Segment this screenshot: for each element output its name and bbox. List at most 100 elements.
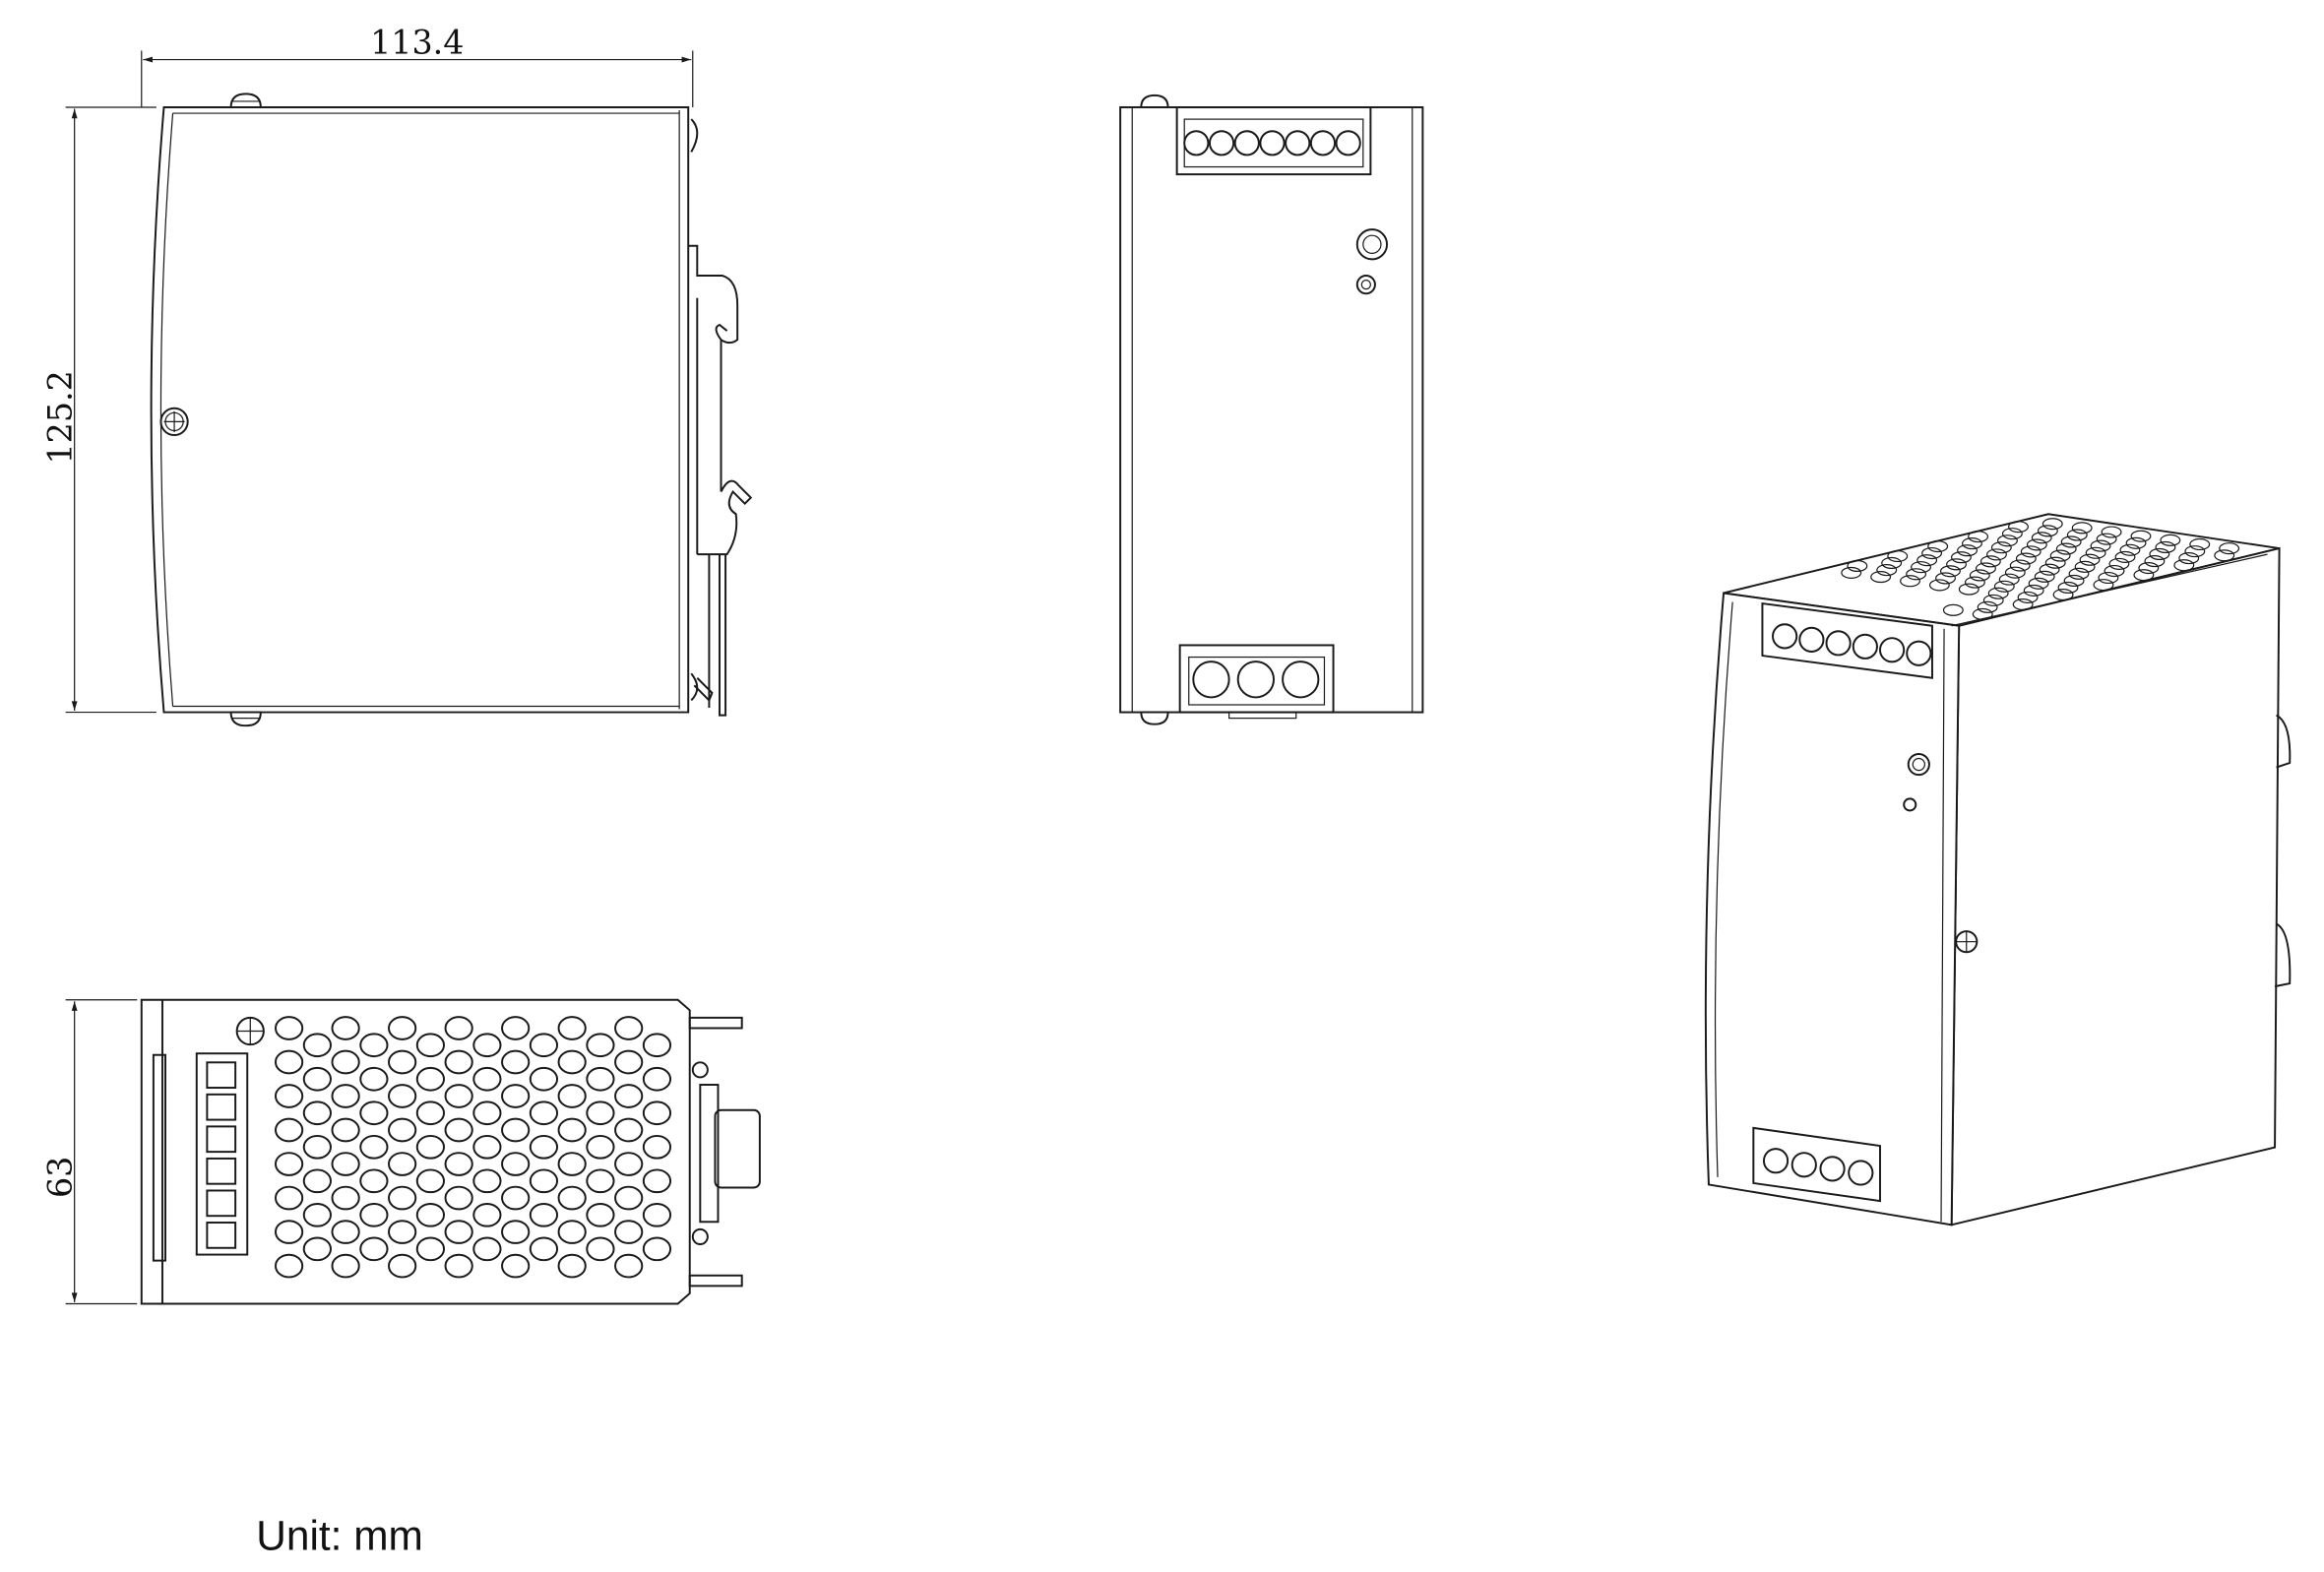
vent-hole [444,1152,473,1176]
vent-hole [501,1117,531,1143]
vent-hole [1972,607,1993,621]
vent-hole [2189,537,2211,551]
vent-hole [2074,560,2096,573]
vent-hole [2090,539,2111,552]
input-terminal-block [1178,644,1335,714]
vent-hole [388,1117,417,1143]
vent-hole [1979,555,2001,568]
vent-hole [444,1049,473,1075]
vent-hole [2184,545,2206,558]
vent-hole [331,1185,360,1211]
iso-ground-screw-icon [1955,930,1979,954]
vent-hole [1977,600,1998,613]
vent-hole [388,1152,417,1176]
vent-hole [586,1033,615,1058]
vent-hole [2138,561,2160,575]
iso-din-clip [2274,714,2292,988]
vent-hole [2055,542,2077,555]
vent-hole [359,1168,389,1194]
vent-hole [529,1202,559,1227]
vent-hole [1997,534,2018,547]
vent-hole [2114,550,2136,563]
vent-hole [415,1134,445,1160]
vent-hole [444,1220,473,1244]
isometric-view [1704,513,2292,1226]
terminal-screw-icon [1309,130,1337,157]
vent-hole [275,1117,304,1143]
vent-hole [2026,538,2047,551]
vent-hole [1951,551,1972,564]
vent-hole [331,1152,360,1176]
vent-hole [557,1049,587,1075]
vent-hole [1916,554,1938,567]
vent-hole [275,1185,304,1211]
vent-hole [614,1152,644,1176]
terminal-block [195,1052,249,1256]
terminal-screw-icon [1852,633,1878,660]
ground-screw-icon [159,407,189,436]
vent-hole [415,1066,445,1092]
vent-hole [614,1253,644,1279]
vent-hole [1847,559,1868,572]
front-view [1119,94,1424,725]
vent-hole [1968,531,1989,543]
bottom-housing [140,998,691,1305]
vent-hole [1987,587,2009,599]
vent-hole [2085,546,2106,559]
iso-front-face [1704,592,1961,1226]
vent-hole [275,1016,304,1040]
vent-hole [2173,559,2195,572]
terminal-slot [206,1093,237,1121]
terminal-slot [206,1189,237,1218]
bottom-screw-icon [229,711,262,727]
vent-hole [1942,603,1964,616]
vent-hole [2044,556,2066,569]
vent-hole [472,1168,502,1194]
vent-hole [2063,574,2085,588]
vent-hole [2034,570,2055,583]
vent-hole [2057,581,2079,594]
vent-hole [415,1033,445,1058]
height-dimension: 125.2 [41,106,157,714]
vent-hole [501,1016,531,1040]
vent-hole [586,1202,615,1227]
vent-hole [2119,543,2141,556]
vent-hole [2060,535,2082,548]
vent-hole [642,1236,672,1262]
terminal-screw-icon [1282,660,1320,699]
vent-hole [501,1253,531,1279]
vent-hole [642,1168,672,1194]
vent-hole [2020,545,2041,558]
terminal-slot [206,1125,237,1154]
vent-hole [2214,549,2235,562]
terminal-screw-icon [1208,130,1235,157]
vent-hole [1939,565,1961,578]
vent-hole [1990,541,2012,554]
vent-hole [1911,561,1931,574]
vent-hole [614,1117,644,1143]
terminal-screw-icon [1233,130,1260,157]
terminal-screw-icon [1848,1160,1874,1186]
vent-hole [275,1253,304,1279]
vent-hole [359,1134,389,1160]
vent-hole [586,1134,615,1160]
vent-hole [642,1100,672,1126]
vent-hole [501,1049,531,1075]
vent-hole [1841,566,1862,579]
vent-hole [359,1100,389,1126]
vent-hole [331,1117,360,1143]
iso-right-face [1950,546,2281,1226]
vent-hole [2155,540,2176,554]
vent-hole [2041,518,2063,531]
terminal-screw-icon [1879,637,1906,663]
vent-hole [444,1084,473,1108]
terminal-screw-icon [1335,130,1361,157]
vent-hole [2037,525,2058,537]
vent-hole [529,1134,559,1160]
vent-hole [557,1152,587,1176]
vent-hole [359,1066,389,1092]
vent-hole [388,1253,417,1279]
terminal-screw-icon [1259,130,1286,157]
vent-hole [444,1253,473,1279]
din-rail-clip [688,118,753,717]
